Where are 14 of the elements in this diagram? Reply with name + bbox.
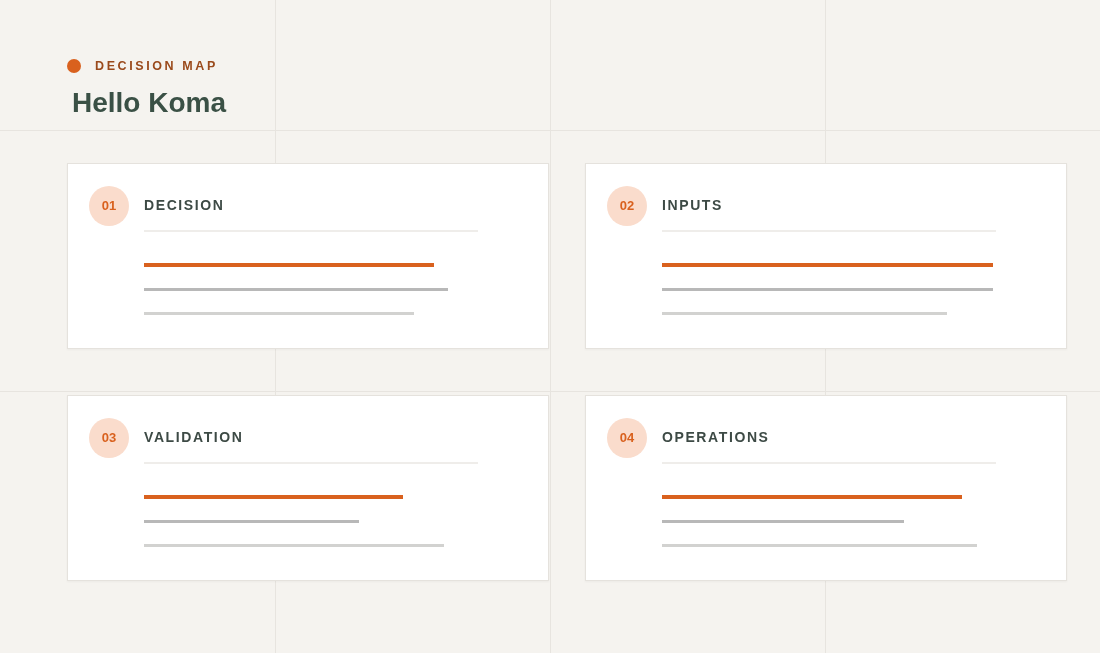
section-card (585, 395, 1067, 581)
kicker-label: DECISION MAP (95, 58, 218, 74)
card-heading: VALIDATION (144, 429, 244, 446)
number-badge: 02 (607, 186, 647, 226)
number-badge: 03 (89, 418, 129, 458)
section-card (67, 163, 549, 349)
card-heading: OPERATIONS (662, 429, 770, 446)
card-heading: DECISION (144, 197, 225, 214)
page-title: Hello Koma (72, 86, 227, 120)
number-badge: 04 (607, 418, 647, 458)
card-heading: INPUTS (662, 197, 723, 214)
number-badge: 01 (89, 186, 129, 226)
section-card (585, 163, 1067, 349)
section-card (67, 395, 549, 581)
